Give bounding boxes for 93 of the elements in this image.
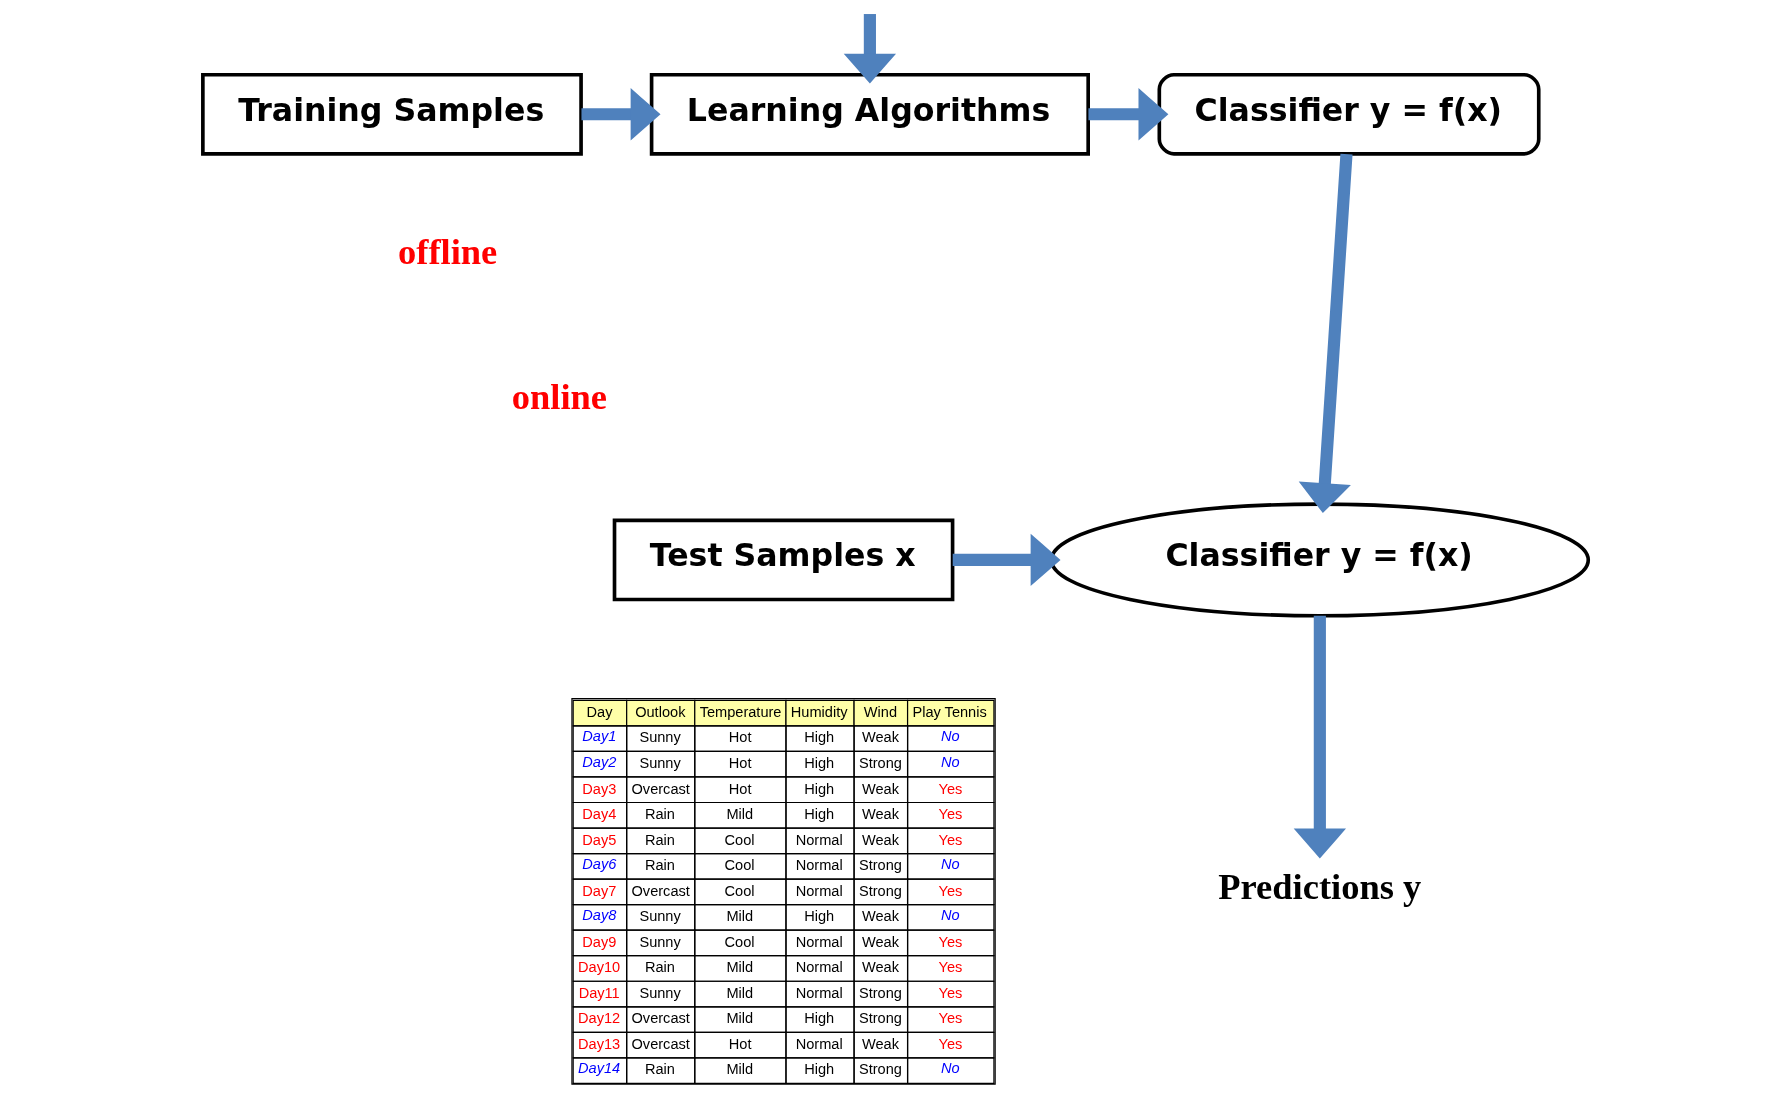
label: No (940, 753, 960, 770)
label: Yes (938, 780, 962, 797)
label: High (803, 1010, 834, 1027)
label: Strong (858, 1061, 902, 1078)
label: Yes (938, 933, 962, 950)
label: Overcast (631, 1010, 690, 1027)
label: Weak (861, 959, 899, 976)
label: Strong (858, 882, 902, 899)
label: Yes (938, 806, 962, 823)
label: Normal (795, 857, 843, 874)
label: Hot (728, 780, 752, 797)
label: Overcast (631, 1035, 690, 1052)
label: Yes (938, 1010, 962, 1027)
label: Weak (861, 1035, 899, 1052)
label: Cool (724, 857, 755, 874)
label: Day4 (581, 806, 616, 823)
label: Cool (724, 882, 755, 899)
label: No (940, 728, 960, 745)
label: online (511, 376, 607, 418)
label: Normal (795, 1035, 843, 1052)
label: Day9 (581, 933, 616, 950)
label: Day11 (578, 984, 620, 1001)
label: Overcast (631, 780, 690, 797)
label: Strong (858, 857, 902, 874)
label: Mild (725, 1010, 753, 1027)
label: Weak (861, 806, 899, 823)
label: Day6 (581, 855, 616, 872)
label: Mild (725, 806, 753, 823)
label: High (803, 754, 834, 771)
label: Humidity (790, 703, 848, 720)
label: Yes (938, 959, 962, 976)
label: Day13 (577, 1035, 620, 1052)
label: Hot (728, 1035, 752, 1052)
label: Normal (795, 984, 843, 1001)
label: Sunny (638, 754, 681, 771)
label: Normal (795, 933, 843, 950)
label: No (940, 855, 960, 872)
label: Rain (644, 1061, 675, 1078)
label: Mild (725, 959, 753, 976)
label: Yes (938, 882, 962, 899)
label: High (803, 1061, 834, 1078)
label: Day12 (577, 1010, 620, 1027)
label: Normal (795, 959, 843, 976)
label: Sunny (638, 908, 681, 925)
label: Day5 (581, 831, 616, 848)
label: Sunny (638, 729, 681, 746)
label: High (803, 729, 834, 746)
label: Day (586, 703, 612, 720)
label: Strong (858, 754, 902, 771)
label: Wind (863, 703, 897, 720)
label: Weak (861, 780, 899, 797)
label: Hot (728, 729, 752, 746)
label: Rain (644, 857, 675, 874)
label: Sunny (638, 984, 681, 1001)
label: Sunny (638, 933, 681, 950)
label: Day14 (577, 1060, 620, 1077)
label: Mild (725, 908, 753, 925)
label: Day2 (581, 753, 616, 770)
label: Rain (644, 831, 675, 848)
label: High (803, 780, 834, 797)
label: Mild (725, 1061, 753, 1078)
label: Strong (858, 1010, 902, 1027)
node-text: Predictions y (1217, 866, 1421, 908)
label: High (803, 908, 834, 925)
label: Cool (724, 933, 755, 950)
label: No (940, 1060, 960, 1077)
label: Day3 (581, 780, 616, 797)
label: Yes (938, 831, 962, 848)
label: Weak (861, 729, 899, 746)
label: Day10 (577, 959, 620, 976)
label: Day1 (581, 728, 616, 745)
label: Weak (861, 831, 899, 848)
label: Normal (795, 882, 843, 899)
label: Hot (728, 754, 752, 771)
label: Weak (861, 908, 899, 925)
label: Overcast (631, 882, 690, 899)
label: Normal (795, 831, 843, 848)
label: Outlook (634, 703, 685, 720)
label: Yes (938, 984, 962, 1001)
label: Rain (644, 959, 675, 976)
label: Day7 (581, 882, 616, 899)
label: Strong (858, 984, 902, 1001)
label: Mild (725, 984, 753, 1001)
label: Play Tennis (911, 703, 987, 720)
label: No (940, 906, 960, 923)
label: offline (397, 231, 497, 273)
label: High (803, 806, 834, 823)
label: Day8 (581, 906, 616, 923)
label: Temperature (699, 703, 781, 720)
label: Yes (938, 1035, 962, 1052)
label: Cool (724, 831, 755, 848)
label: Weak (861, 933, 899, 950)
label: Rain (644, 806, 675, 823)
